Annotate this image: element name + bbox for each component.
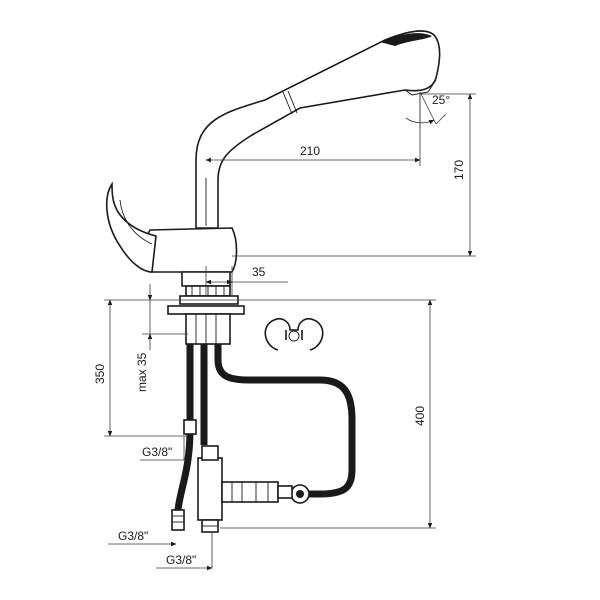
faucet-body	[144, 227, 239, 305]
thread-label-lower-bottom: G3/8"	[166, 553, 196, 567]
dim-label-210: 210	[300, 144, 320, 158]
dim-reference-lines	[104, 299, 436, 529]
dim-spout-height: 170	[232, 93, 476, 257]
thread-callout-lower-bottom: G3/8"	[156, 532, 213, 571]
dim-label-350: 350	[93, 364, 107, 384]
faucet-lever-handle	[105, 181, 157, 273]
pullout-hose	[214, 344, 356, 504]
dim-label-max35: max 35	[135, 352, 149, 392]
dim-shank-length: 350	[93, 299, 113, 437]
dim-label-25deg: 25°	[432, 93, 450, 107]
dim-spray-angle: 25°	[405, 91, 450, 128]
dim-label-35: 35	[252, 265, 266, 279]
hose-clip-symbol	[264, 317, 324, 351]
thread-callout-lower-left: G3/8"	[108, 529, 177, 547]
thread-label-upper: G3/8"	[142, 445, 172, 459]
thread-callout-upper: G3/8"	[140, 436, 185, 461]
dim-label-170: 170	[452, 160, 466, 180]
faucet-spout	[195, 30, 441, 229]
diverter-valve	[197, 445, 293, 533]
thread-label-lower-left: G3/8"	[118, 529, 148, 543]
dim-deck-thickness: max 35	[135, 284, 153, 392]
mounting-flange	[167, 305, 245, 345]
dim-hose-length: 400	[413, 299, 433, 529]
supply-hoses	[171, 344, 208, 531]
dim-handle-offset: 35	[205, 265, 288, 296]
dim-label-400: 400	[413, 406, 427, 426]
